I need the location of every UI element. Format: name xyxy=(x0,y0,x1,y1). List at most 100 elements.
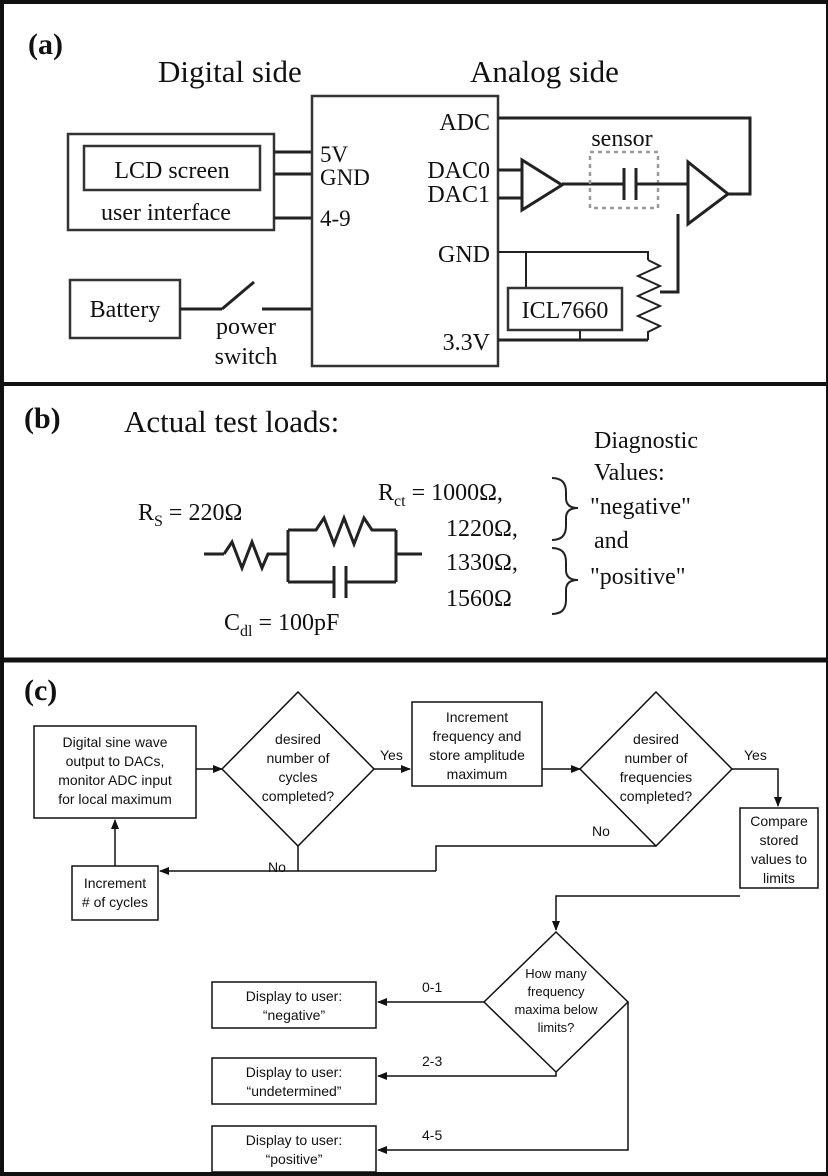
rct-label: Rct = 1000Ω, xyxy=(378,480,503,510)
yes-label-2: Yes xyxy=(744,747,767,763)
panel-c: (c) Digital sine wave output to DACs, mo… xyxy=(24,674,819,1173)
disp-pos-line-1: Display to user: xyxy=(246,1132,342,1148)
cmp-line-3: values to xyxy=(751,851,807,867)
range-0-1: 0-1 xyxy=(422,979,442,995)
disp-neg-line-2: “negative” xyxy=(263,1007,326,1023)
howmany-line-2: frequency xyxy=(527,984,585,999)
display-negative-box xyxy=(211,981,377,1029)
rct-resistor xyxy=(288,513,396,549)
pin-dac1: DAC1 xyxy=(427,182,490,208)
cmp-line-2: stored xyxy=(760,832,799,848)
power-switch-lever xyxy=(221,280,255,311)
analog-side-title: Analog side xyxy=(470,54,619,89)
icl7660-box xyxy=(506,286,624,332)
panel-b-title: Actual test loads: xyxy=(124,404,339,439)
incf-line-2: frequency and xyxy=(433,728,522,744)
range-2-3: 2-3 xyxy=(422,1053,442,1069)
arrow-result-positive xyxy=(377,1002,629,1154)
start-box xyxy=(33,725,197,819)
user-interface-label: user interface xyxy=(101,200,231,226)
diagnostic-line-4: and xyxy=(594,528,629,554)
disp-und-line-2: “undetermined” xyxy=(247,1083,342,1099)
power-switch-label-1: power xyxy=(216,314,276,340)
output-amplifier xyxy=(686,158,731,227)
diagnostic-line-5: "positive" xyxy=(590,564,686,590)
rct-value-1330: 1330Ω, xyxy=(446,550,518,576)
power-switch-label-2: switch xyxy=(215,344,278,370)
freq-line-2: number of xyxy=(624,750,687,766)
digital-side-title: Digital side xyxy=(158,54,302,89)
start-line-2: output to DACs, xyxy=(66,753,165,769)
icl7660-label: ICL7660 xyxy=(522,298,609,324)
disp-pos-line-2: “positive” xyxy=(266,1151,323,1167)
panel-b-label: (b) xyxy=(24,402,61,435)
arrow-result-undetermined xyxy=(377,1072,557,1080)
cycles-line-3: cycles xyxy=(279,769,318,785)
pin-4-9: 4-9 xyxy=(320,206,351,231)
yes-label-1: Yes xyxy=(380,747,403,763)
howmany-line-3: maxima below xyxy=(514,1002,598,1017)
disp-und-line-1: Display to user: xyxy=(246,1064,342,1080)
howmany-line-4: limits? xyxy=(538,1020,575,1035)
brace-negative xyxy=(551,477,579,541)
increment-frequency-box xyxy=(411,701,543,787)
start-line-4: for local maximum xyxy=(58,791,172,807)
pin-5v: 5V xyxy=(320,142,349,167)
dac-buffer-amplifier xyxy=(520,157,565,213)
rs-label: RS = 220Ω xyxy=(138,500,242,530)
compare-box xyxy=(739,807,819,889)
cycles-line-2: number of xyxy=(266,750,329,766)
incf-line-3: store amplitude xyxy=(429,747,525,763)
lcd-screen-box xyxy=(82,144,262,192)
disp-neg-line-1: Display to user: xyxy=(246,988,342,1004)
rct-value-1220: 1220Ω, xyxy=(446,516,518,542)
incc-line-2: # of cycles xyxy=(82,894,148,910)
sensor-outline xyxy=(588,150,660,210)
diagnostic-line-3: "negative" xyxy=(590,494,691,520)
panel-b: (b) Actual test loads: RS = 220Ω Cdl = 1… xyxy=(24,402,698,640)
brace-positive xyxy=(551,547,579,615)
display-positive-box xyxy=(211,1125,377,1173)
start-line-3: monitor ADC input xyxy=(58,772,172,788)
pin-dac0: DAC0 xyxy=(427,158,490,184)
sensor-label: sensor xyxy=(591,126,652,152)
panel-a: (a) Digital side Analog side LCD screen … xyxy=(28,28,752,370)
arrow-freq-no xyxy=(435,845,656,871)
panel-a-label: (a) xyxy=(28,28,63,61)
lcd-screen-label: LCD screen xyxy=(114,158,229,184)
cycles-line-4: completed? xyxy=(262,788,335,804)
wire-amp-pot xyxy=(660,214,680,294)
start-line-1: Digital sine wave xyxy=(62,734,167,750)
wire-gnd-rail xyxy=(498,251,649,260)
cycles-line-1: desired xyxy=(275,731,321,747)
howmany-line-1: How many xyxy=(525,966,587,981)
pin-gnd-right: GND xyxy=(438,242,490,268)
cdl-label: Cdl = 100pF xyxy=(224,610,339,640)
increment-cycles-box xyxy=(71,865,159,921)
rct-value-1560: 1560Ω xyxy=(446,586,512,612)
pin-gnd-left: GND xyxy=(320,165,370,190)
pin-3v3: 3.3V xyxy=(443,330,491,356)
battery-label: Battery xyxy=(90,297,161,323)
arrow-freq-yes xyxy=(732,768,782,807)
potentiometer-resistor xyxy=(635,259,663,340)
pin-adc: ADC xyxy=(439,110,490,136)
cmp-line-1: Compare xyxy=(750,813,808,829)
microcontroller-box xyxy=(310,94,500,368)
incf-line-4: maximum xyxy=(447,766,508,782)
incc-line-1: Increment xyxy=(84,875,146,891)
panel-c-label: (c) xyxy=(24,674,57,707)
freq-line-1: desired xyxy=(633,731,679,747)
incf-line-1: Increment xyxy=(446,709,508,725)
freq-line-4: completed? xyxy=(620,788,693,804)
cmp-line-4: limits xyxy=(763,870,795,886)
freq-line-3: frequencies xyxy=(620,769,692,785)
no-label-2: No xyxy=(592,823,610,839)
diagnostic-line-1: Diagnostic xyxy=(594,428,698,454)
arrow-compare-howmany xyxy=(552,895,740,931)
display-undetermined-box xyxy=(211,1057,377,1105)
range-4-5: 4-5 xyxy=(422,1127,442,1143)
no-label-1: No xyxy=(268,859,286,875)
